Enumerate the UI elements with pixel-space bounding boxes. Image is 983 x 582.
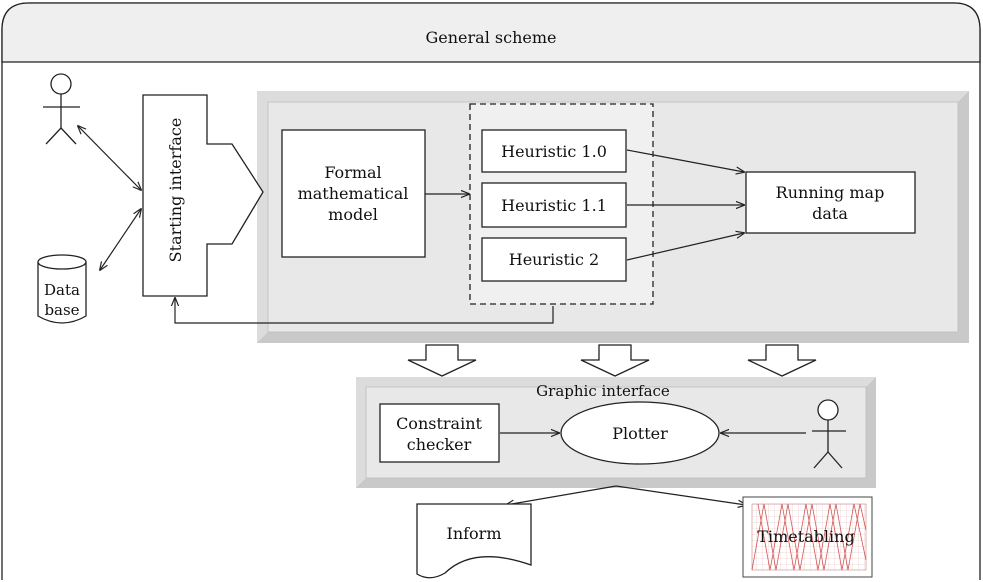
- timetabling-label: Timetabling: [757, 527, 854, 546]
- heuristic-1-0-label: Heuristic 1.0: [501, 142, 607, 161]
- starting-interface: Starting interface: [142, 94, 264, 297]
- heuristic-1-0-box: [481, 129, 627, 173]
- user-to-interface-connector: [78, 126, 141, 190]
- database-to-interface-connector: [100, 209, 141, 270]
- plotter-ellipse: Plotter: [560, 401, 720, 465]
- formal-model-box: Formal mathematical model: [281, 129, 426, 258]
- plotter-label: Plotter: [612, 424, 668, 443]
- user-actor-icon: [43, 73, 80, 145]
- operator-actor-icon: [812, 399, 846, 469]
- graphic-interface-title: Graphic interface: [536, 382, 670, 400]
- model-label-line3: model: [328, 205, 378, 224]
- constraint-checker-line2: checker: [407, 435, 472, 454]
- model-label-line1: Formal: [324, 163, 381, 182]
- timetabling-thumbnail: Timetabling: [742, 496, 873, 578]
- inform-label: Inform: [447, 524, 502, 543]
- feedback-arrow: [175, 298, 554, 324]
- model-label-line2: mathematical: [298, 184, 409, 203]
- constraint-checker-line1: Constraint: [396, 414, 482, 433]
- running-map-label-line2: data: [812, 204, 848, 223]
- down-block-arrows: [407, 344, 817, 377]
- constraint-checker-box: Constraint checker: [379, 403, 500, 463]
- heuristic-1-1-box: [481, 182, 627, 228]
- heuristics-to-map-arrows: [626, 149, 744, 261]
- heuristic-1-1-label: Heuristic 1.1: [501, 196, 607, 215]
- database-icon: Data base: [37, 254, 87, 324]
- heuristics-group: Heuristic 1.0 Heuristic 1.1 Heuristic 2: [469, 103, 654, 305]
- inform-document: Inform: [416, 503, 532, 579]
- database-label-line1: Data: [44, 281, 80, 299]
- heuristic-2-label: Heuristic 2: [509, 250, 599, 269]
- heuristic-2-box: [481, 237, 627, 282]
- database-label-line2: base: [44, 301, 79, 319]
- page-title: General scheme: [426, 28, 557, 47]
- running-map-box: Running map data: [745, 171, 916, 234]
- output-arrows: [506, 485, 746, 505]
- running-map-label-line1: Running map: [776, 183, 885, 202]
- starting-interface-label: Starting interface: [166, 118, 185, 263]
